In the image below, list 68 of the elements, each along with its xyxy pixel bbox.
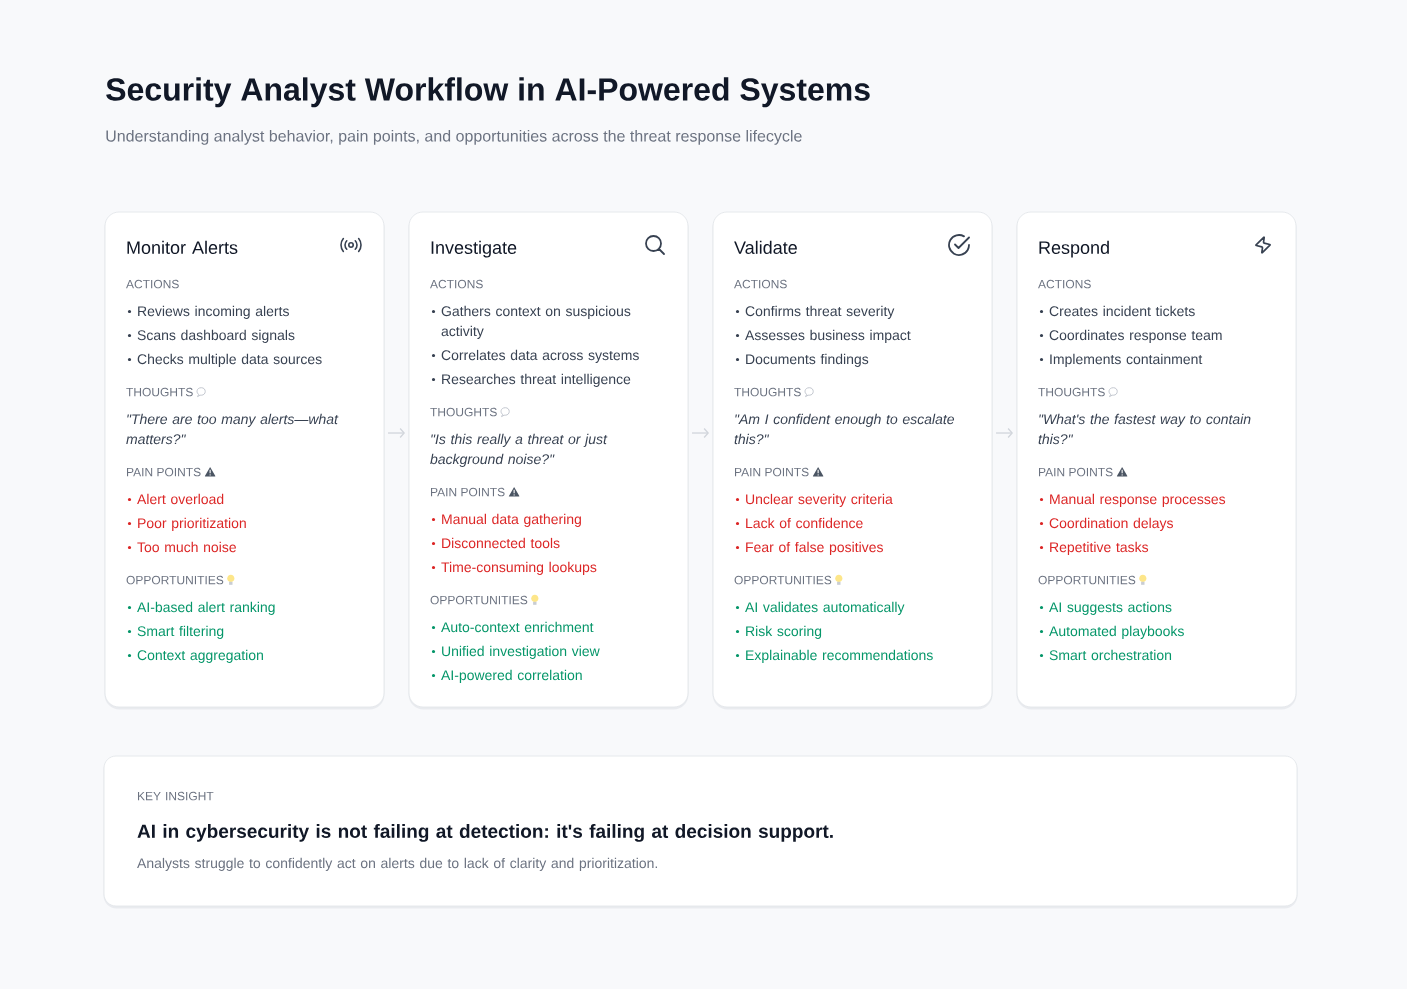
section-heading: PAIN POINTS <box>1039 467 1113 477</box>
list-item: Scans dashboard signals <box>137 329 295 343</box>
list-item: Unclear severity criteria <box>746 493 893 507</box>
section-heading: OPPORTUNITIES <box>126 575 224 585</box>
quote-text: "What's the fastest way to contain this?" <box>1038 413 1251 445</box>
list-item: Confirms threat severity <box>745 305 895 319</box>
list-item: Context aggregation <box>137 649 263 663</box>
section-heading: THOUGHTS <box>734 387 801 397</box>
quote-text: "There are too many alerts—what matters?" <box>126 413 339 445</box>
list-item: AI suggests actions <box>1049 601 1172 615</box>
list-item: Creates incident tickets <box>1049 305 1195 317</box>
list-item: Gathers context on suspicious activity <box>441 305 631 339</box>
list-item: Risk scoring <box>746 625 822 639</box>
section-heading: OPPORTUNITIES <box>734 575 832 585</box>
list-item: AI validates automatically <box>745 601 905 615</box>
list-item: AI-powered correlation <box>441 669 582 683</box>
section-heading: PAIN POINTS <box>127 467 201 477</box>
list-item: Researches threat intelligence <box>442 373 631 387</box>
list-item: Coordinates response team <box>1049 329 1222 343</box>
section-heading: ACTIONS <box>1038 279 1091 289</box>
arrow <box>387 427 405 439</box>
list-item: Auto-context enrichment <box>441 621 594 633</box>
list-item: Unified investigation view <box>442 645 600 659</box>
section-heading: THOUGHTS <box>430 407 497 417</box>
card-title: Respond <box>1039 240 1109 258</box>
list-item: Manual response processes <box>1050 493 1226 507</box>
arrow <box>691 427 709 439</box>
list-item: Time-consuming lookups <box>441 561 597 575</box>
list-item: Repetitive tasks <box>1050 541 1149 555</box>
list-item: Smart filtering <box>137 625 224 639</box>
card-title: Validate <box>734 240 797 254</box>
panel-label: KEY INSIGHT <box>138 791 214 801</box>
list-item: Implements containment <box>1050 353 1203 367</box>
section-heading: THOUGHTS <box>126 387 193 397</box>
list-item: Poor prioritization <box>138 517 246 531</box>
list-item: Assesses business impact <box>745 329 911 343</box>
list-item: Fear of false positives <box>746 541 883 555</box>
quote-text: "Am I confident enough to escalate this?" <box>734 413 954 445</box>
insight-headline: AI in cybersecurity is not failing at detection: it's failing at decision support. <box>137 824 833 842</box>
section-heading: OPPORTUNITIES <box>1038 575 1136 585</box>
arrow <box>995 427 1013 439</box>
insight-text: Analysts struggle to confidently act on alerts due to lack of clarity and prioritization. <box>137 857 657 871</box>
list-item: Correlates data across systems <box>441 349 639 363</box>
card-title: Investigate <box>431 240 517 258</box>
list-item: Coordination delays <box>1049 517 1173 531</box>
list-item: AI-based alert ranking <box>137 601 275 615</box>
subtitle: Understanding analyst behavior, pain points, and opportunities across the threat response lifecycle <box>106 129 802 145</box>
section-heading: PAIN POINTS <box>431 487 505 497</box>
list-item: Documents findings <box>746 353 869 367</box>
section-heading: ACTIONS <box>734 279 787 289</box>
section-heading: ACTIONS <box>126 279 179 289</box>
section-heading: PAIN POINTS <box>735 467 809 477</box>
list-item: Checks multiple data sources <box>137 353 322 367</box>
list-item: Alert overload <box>137 493 224 505</box>
list-item: Automated playbooks <box>1049 625 1184 639</box>
quote-text: "Is this really a threat or just background noise?" <box>430 433 608 467</box>
list-item: Disconnected tools <box>442 537 560 549</box>
list-item: Explainable recommendations <box>746 649 933 663</box>
list-item: Reviews incoming alerts <box>138 305 289 319</box>
list-item: Manual data gathering <box>442 513 581 527</box>
list-item: Too much noise <box>137 541 236 553</box>
section-heading: OPPORTUNITIES <box>430 595 528 605</box>
list-item: Lack of confidence <box>746 517 863 529</box>
card-title: Monitor Alerts <box>127 240 238 254</box>
section-heading: THOUGHTS <box>1038 387 1105 397</box>
list-item: Smart orchestration <box>1049 649 1172 661</box>
section-heading: ACTIONS <box>430 279 483 289</box>
page-title: Security Analyst Workflow in AI-Powered Systems <box>106 77 870 108</box>
